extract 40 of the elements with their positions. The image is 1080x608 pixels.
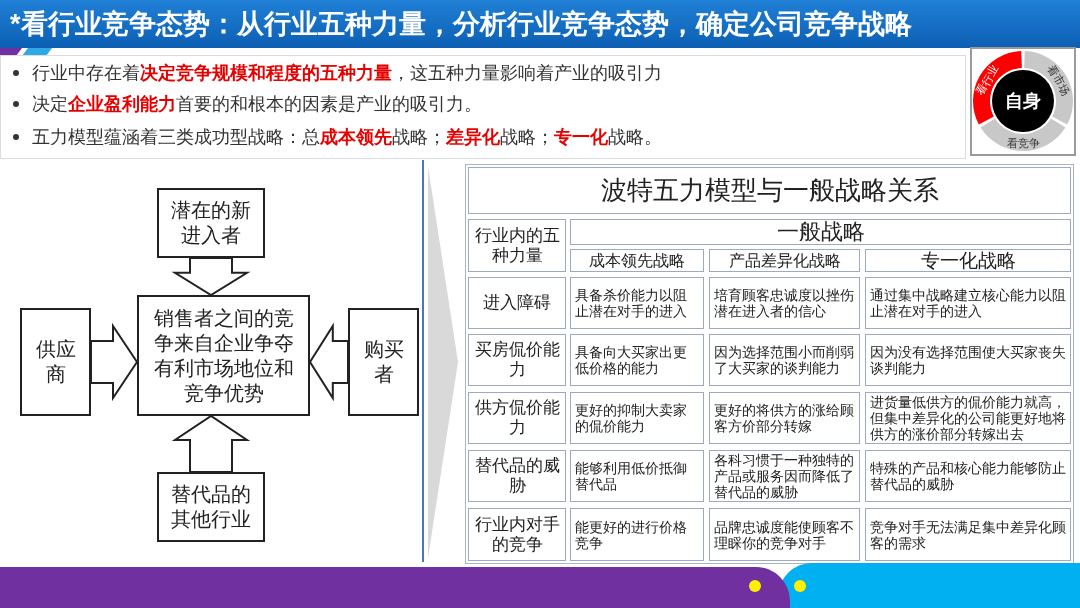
- block-arrow: [171, 414, 251, 473]
- table-row-header-cell: 替代品的威胁: [468, 450, 566, 502]
- force-box: 供应商: [20, 308, 91, 416]
- table-row-header-cell: 进入障碍: [468, 277, 566, 329]
- table-cell: 竞争对手无法满足集中差异化顾客的需求: [865, 508, 1071, 561]
- table-cell: 培育顾客忠诚度以挫伤潜在进入者的信心: [709, 277, 860, 329]
- block-arrow: [171, 257, 251, 297]
- bullet-text: 行业中存在着决定竞争规模和程度的五种力量，这五种力量影响着产业的吸引力: [32, 62, 662, 85]
- table-cell: 各科习惯于一种独特的产品或服务因而降低了替代品的威胁: [709, 450, 860, 502]
- table-header-cell: 成本领先战略: [570, 249, 704, 272]
- table-cell: 更好的抑制大卖家的侃价能力: [570, 392, 704, 444]
- force-box: 潜在的新进入者: [157, 188, 265, 258]
- table-cell: 进货量低供方的侃价能力就高，但集中差异化的公司能更好地将供方的涨价部分转嫁出去: [865, 392, 1071, 444]
- table-cell: 通过集中战略建立核心能力以阻止潜在对手的进入: [865, 277, 1071, 329]
- table-row-header-cell: 买房侃价能力: [468, 334, 566, 386]
- table-header-cell: 一般战略: [570, 219, 1071, 245]
- table-header-cell: 产品差异化战略: [709, 249, 860, 272]
- bullet-text: 决定企业盈利能力首要的和根本的因素是产业的吸引力。: [32, 93, 482, 116]
- ring-segment: 看竞争: [980, 118, 1066, 151]
- center-box: 销售者之间的竞争来自企业争夺有利市场地位和竞争优势: [137, 295, 310, 416]
- block-arrow: [90, 322, 139, 402]
- table-cell: 因为选择范围小而削弱了大买家的谈判能力: [709, 334, 860, 386]
- table-header-cell: 专一化战略: [865, 249, 1071, 272]
- bullet-text: 五力模型蕴涵着三类成功型战略：总成本领先战略；差异化战略；专一化战略。: [32, 126, 662, 149]
- table-cell: 品牌忠诚度能使顾客不理睬你的竞争对手: [709, 508, 860, 561]
- slide-title: *看行业竞争态势：从行业五种力量，分析行业竞争态势，确定公司竞争战略: [10, 8, 912, 40]
- table-cell: 能够利用低价抵御替代品: [570, 450, 704, 502]
- block-arrow: [308, 322, 349, 402]
- table-cell: 特殊的产品和核心能力能够防止替代品的威胁: [865, 450, 1071, 502]
- table-row-header-cell: 供方侃价能力: [468, 392, 566, 444]
- table-title-cell: 波特五力模型与一般战略关系: [468, 167, 1071, 214]
- table-header-cell: 行业内的五种力量: [468, 219, 566, 272]
- table-cell: 能更好的进行价格竞争: [570, 508, 704, 561]
- force-box: 购买者: [348, 308, 419, 416]
- table-cell: 具备杀价能力以阻止潜在对手的进入: [570, 277, 704, 329]
- table-row-header-cell: 行业内对手的竞争: [468, 508, 566, 561]
- force-box: 替代品的其他行业: [157, 472, 265, 542]
- table-cell: 因为没有选择范围使大买家丧失谈判能力: [865, 334, 1071, 386]
- table-cell: 具备向大买家出更低价格的能力: [570, 334, 704, 386]
- table-cell: 更好的将供方的涨给顾客方价部分转嫁: [709, 392, 860, 444]
